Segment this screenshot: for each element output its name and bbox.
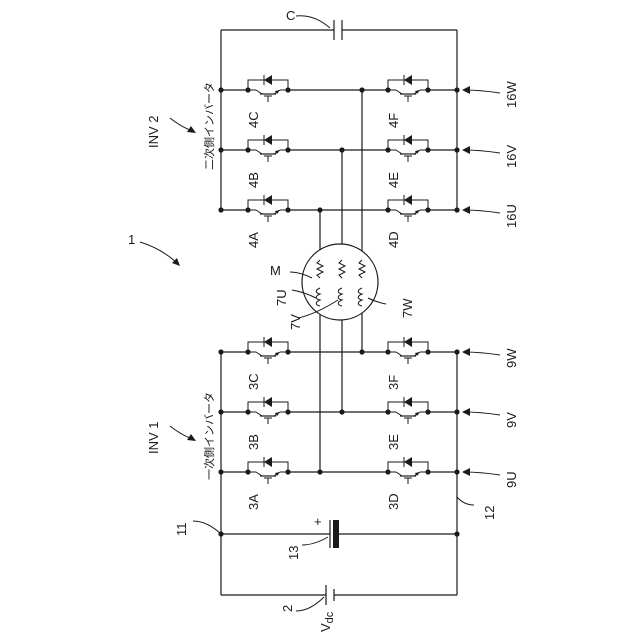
terminal-9v-label: 9V bbox=[504, 412, 519, 428]
switch-4c-symbol bbox=[248, 75, 288, 102]
switch-4a-symbol bbox=[248, 195, 288, 222]
junction-dot bbox=[245, 469, 250, 474]
junction-dot bbox=[218, 409, 223, 414]
junction-dot bbox=[425, 87, 430, 92]
capacitor-13-label: 13 bbox=[286, 546, 301, 560]
junction-dot bbox=[385, 349, 390, 354]
junction-dot bbox=[339, 147, 344, 152]
switch-3f-symbol bbox=[388, 337, 428, 364]
junction-dot bbox=[339, 409, 344, 414]
switch-4d-symbol bbox=[388, 195, 428, 222]
junction-dot bbox=[359, 87, 364, 92]
junction-dot bbox=[425, 469, 430, 474]
switch-3b-label: 3B bbox=[246, 434, 261, 450]
junction-dot bbox=[218, 207, 223, 212]
switch-4e-label: 4E bbox=[386, 172, 401, 188]
junction-dot bbox=[454, 147, 459, 152]
inv1-name: INV 1 bbox=[146, 421, 161, 454]
junction-dot bbox=[245, 207, 250, 212]
switch-4a-label: 4A bbox=[246, 232, 261, 248]
junction-dot bbox=[385, 207, 390, 212]
figure-ref-label: 1 bbox=[128, 232, 135, 247]
switch-3a-label: 3A bbox=[246, 494, 261, 510]
junction-dot bbox=[317, 207, 322, 212]
junction-dot bbox=[285, 469, 290, 474]
capacitor-c-symbol bbox=[334, 20, 342, 40]
switch-4b-label: 4B bbox=[246, 172, 261, 188]
winding-7w-label: 7W bbox=[400, 298, 415, 318]
inv2-jp-label: 二次側インバータ bbox=[202, 82, 216, 170]
junction-dot bbox=[454, 349, 459, 354]
inv2-name: INV 2 bbox=[146, 115, 161, 148]
switch-3c-label: 3C bbox=[246, 373, 261, 390]
junction-dot bbox=[285, 409, 290, 414]
junction-dot bbox=[425, 349, 430, 354]
terminal-16u-label: 16U bbox=[504, 204, 519, 228]
inv-arrows bbox=[140, 118, 196, 441]
junction-dot bbox=[245, 147, 250, 152]
junction-dot bbox=[385, 147, 390, 152]
junction-dot bbox=[285, 207, 290, 212]
junction-dot bbox=[454, 87, 459, 92]
terminal-16v-label: 16V bbox=[504, 145, 519, 168]
line-11-label: 11 bbox=[174, 523, 189, 537]
junction-dot bbox=[285, 87, 290, 92]
junction-dot bbox=[454, 409, 459, 414]
junction-dot bbox=[385, 409, 390, 414]
junction-dot bbox=[218, 469, 223, 474]
switch-3d-label: 3D bbox=[386, 493, 401, 510]
terminal-9u-label: 9U bbox=[504, 471, 519, 488]
junction-dot bbox=[425, 207, 430, 212]
junction-dot bbox=[454, 207, 459, 212]
switch-4e-symbol bbox=[388, 135, 428, 162]
junction-dot bbox=[385, 469, 390, 474]
labels: C 1 M INV 2 二次側インバータ INV 1 一次側インバータ 4C 4… bbox=[128, 8, 519, 632]
switch-4f-symbol bbox=[388, 75, 428, 102]
battery-symbol bbox=[326, 585, 334, 605]
battery-ref-label: 2 bbox=[280, 605, 295, 612]
winding-7v-label: 7V bbox=[288, 314, 303, 330]
switch-4c-label: 4C bbox=[246, 111, 261, 128]
battery-voltage-label: Vdc bbox=[318, 611, 336, 632]
junction-dot bbox=[218, 147, 223, 152]
junction-dot bbox=[285, 349, 290, 354]
switch-3e-label: 3E bbox=[386, 434, 401, 450]
junction-dot bbox=[425, 409, 430, 414]
terminal-arrows bbox=[462, 86, 500, 476]
junction-dot bbox=[425, 147, 430, 152]
switch-4d-label: 4D bbox=[386, 231, 401, 248]
junction-dot bbox=[285, 147, 290, 152]
capacitor-c-label: C bbox=[286, 8, 295, 23]
junction-dot bbox=[245, 409, 250, 414]
line-12-label: 12 bbox=[482, 506, 497, 520]
switch-3e-symbol bbox=[388, 397, 428, 424]
switch-3b-symbol bbox=[248, 397, 288, 424]
motor-m bbox=[302, 244, 378, 320]
junction-dot bbox=[454, 469, 459, 474]
terminal-9w-label: 9W bbox=[504, 348, 519, 368]
motor-m-label: M bbox=[270, 263, 281, 278]
junction-dot bbox=[385, 87, 390, 92]
terminal-16w-label: 16W bbox=[504, 81, 519, 108]
switch-3c-symbol bbox=[248, 337, 288, 364]
junction-dot bbox=[245, 349, 250, 354]
capacitor-13-symbol bbox=[330, 520, 339, 548]
junction-dot bbox=[359, 349, 364, 354]
junction-dot bbox=[218, 87, 223, 92]
plus-sign: + bbox=[314, 514, 322, 529]
junction-dot bbox=[317, 469, 322, 474]
inv1-jp-label: 一次側インバータ bbox=[202, 392, 216, 480]
switch-3a-symbol bbox=[248, 457, 288, 484]
switch-4b-symbol bbox=[248, 135, 288, 162]
switch-4f-label: 4F bbox=[386, 113, 401, 128]
junction-dot bbox=[245, 87, 250, 92]
winding-7u-label: 7U bbox=[274, 289, 289, 306]
junction-dot bbox=[218, 349, 223, 354]
switch-3d-symbol bbox=[388, 457, 428, 484]
junction-dot bbox=[454, 531, 459, 536]
switch-3f-label: 3F bbox=[386, 375, 401, 390]
